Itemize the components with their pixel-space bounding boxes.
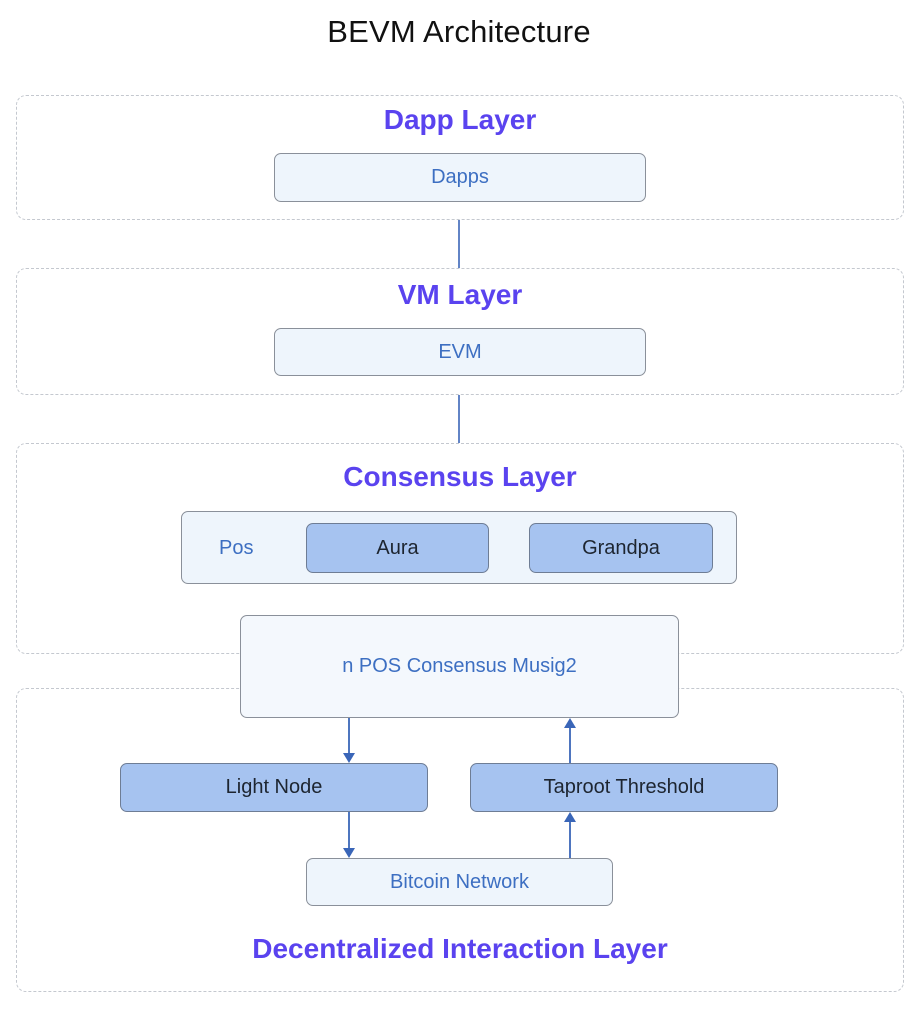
evm-box: EVM [274, 328, 646, 376]
consensus-layer-title: Consensus Layer [343, 461, 577, 492]
light-node-box: Light Node [120, 763, 428, 812]
interaction-layer-title: Decentralized Interaction Layer [252, 933, 668, 964]
aura-box: Aura [306, 523, 489, 573]
taproot-threshold-box: Taproot Threshold [470, 763, 778, 812]
pos-label: Pos [219, 537, 254, 559]
vm-layer: VM Layer [16, 268, 904, 395]
grandpa-box: Grandpa [529, 523, 713, 573]
dapps-box: Dapps [274, 153, 646, 202]
dapp-layer: Dapp Layer [16, 95, 904, 220]
consensus-layer: Consensus Layer [16, 443, 904, 654]
vm-layer-title: VM Layer [397, 279, 523, 310]
diagram-title: BEVM Architecture [327, 14, 591, 49]
dapp-layer-title: Dapp Layer [383, 104, 537, 135]
musig-box: n POS Consensus Musig2 [240, 615, 679, 718]
interaction-layer: Decentralized Interaction Layer [16, 688, 904, 992]
bitcoin-network-box: Bitcoin Network [306, 858, 613, 906]
